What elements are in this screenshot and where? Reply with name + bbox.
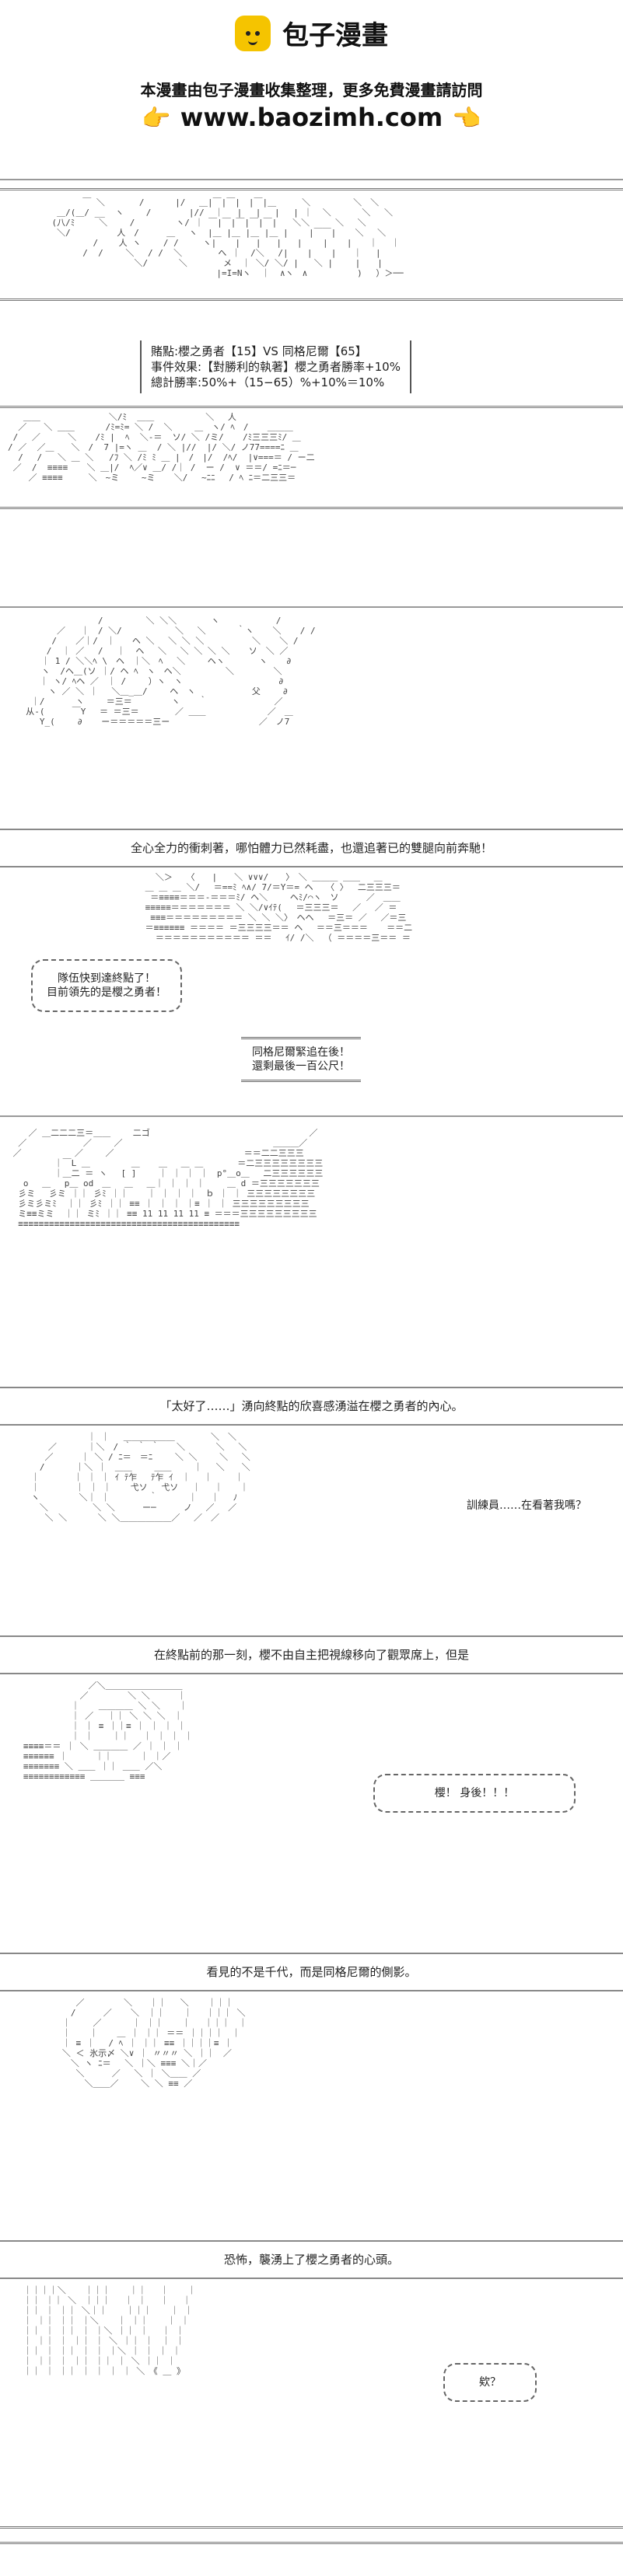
panel-rival-profile: ／ ＼ ｜｜ ＼ ｜｜｜ / ／ ＼ ｜｜ ｜ ｜｜｜ ＼ ｜ ／ ｜ ｜｜ ｜… (0, 1990, 623, 2246)
speech-text: 訓練員……在看著我嗎？ (467, 1499, 586, 1513)
warning-shout-box: 櫻！ 身後！！！ (373, 1774, 576, 1813)
pointing-hand-icon: 👈 (452, 105, 481, 132)
pointing-hand-icon: 👉 (142, 105, 171, 132)
caption: 全心全力的衝刺著，哪怕體力已然耗盡，也還追著已的雙腿向前奔馳！ (0, 829, 623, 867)
ascii-art: ／ ＿二二二三＝＿＿ 二ゴ ／ ／ ／ ／ ＿＿＿／ ／ ／ ／ ＝＝二二三三三… (12, 1128, 324, 1229)
panel-trainer-thought: ｜ ｜ ＿＿＿＿＿＿ ＼ ＼ ／ ｜＼ / ｀ ｀ ｀ ＼ ＼ ＼ ／ ｜ ＼ … (0, 1424, 623, 1642)
ascii-art: ￣ ＼ / |/ ＿|￣|￣| |￣|＿ ＼ ＼ ＼ ＿/(＿/ __ ヽ / … (51, 197, 404, 278)
ascii-art: ／＼＿＿＿＿＿＿＿＿＿ ／ ＼ ＼ ｜ ｜ ＿＿＿＿ ＼ ＼ ｜ ｜ ／ ｜｜ … (23, 1681, 193, 1782)
panel-finish-line: ／ ＿二二二三＝＿＿ 二ゴ ／ ／ ／ ／ ＿＿＿／ ／ ／ ／ ＝＝二二三三三… (0, 1115, 623, 1412)
logo-text: 包子漫畫 (282, 20, 389, 51)
caption: 恐怖，襲湧上了櫻之勇者的心頭。 (0, 2240, 623, 2279)
stats-line: 事件效果:【對勝利的執著】櫻之勇者勝率+10% (151, 360, 401, 374)
stats-line: 總計勝率:50%+（15−65）%+10%＝10% (151, 375, 385, 389)
announcer-box: 同格尼爾緊追在後！ 還剩最後一百公尺！ (241, 1037, 361, 1082)
site-url[interactable]: www.baozimh.com (180, 103, 443, 132)
ascii-art: ｜ ｜ ＿＿＿＿＿＿ ＼ ＼ ／ ｜＼ / ｀ ｀ ｀ ＼ ＼ ＼ ／ ｜ ＼ … (30, 1432, 250, 1523)
ascii-art: ＿＿ ＼/ﾐ ＿＿ ＼ 人 ／ ＼ ＿＿ /ﾐ=ﾐ= ＼ / ＼ ＿ ヽ/ ﾍ … (8, 412, 315, 483)
caption: 在終點前的那一刻，櫻不由自主把視線移向了觀眾席上，但是 (0, 1635, 623, 1674)
panel-look-back: ／＼＿＿＿＿＿＿＿＿＿ ／ ＼ ＼ ｜ ｜ ＿＿＿＿ ＼ ＼ ｜ ｜ ／ ｜｜ … (0, 1673, 623, 1960)
panel-runner-closeup: / ＼ ＼＼ ヽ / ／ ｜ / ＼/ ＼ ＼ ｀ヽ ＼ / / / ／｜/ ｜… (0, 606, 623, 833)
site-notice: 本漫畫由包子漫畫收集整理，更多免費漫畫請訪問 (140, 81, 483, 99)
announcer-box: 隊伍快到達終點了！ 目前領先的是櫻之勇者！ (31, 959, 182, 1012)
ascii-art: ＼＞ 〈 | ＼ ∨∨∨/ 〉 ＼ ＿＿＿ ＿＿ ＿ ＿ ＿ ＿ ＼/ ＝==ﾐ… (145, 872, 413, 943)
site-url-row[interactable]: 👉 www.baozimh.com 👈 (0, 103, 623, 132)
ascii-art: ／ ＼ ｜｜ ＼ ｜｜｜ / ／ ＼ ｜｜ ｜ ｜｜｜ ＼ ｜ ／ ｜ ｜｜ ｜… (61, 1998, 247, 2089)
bun-logo-icon (234, 15, 271, 51)
ascii-art: / ＼ ＼＼ ヽ / ／ ｜ / ＼/ ＼ ＼ ｀ヽ ＼ / / / ／｜/ ｜… (26, 616, 316, 727)
panel-title-art: ￣ ＼ / |/ ＿|￣|￣| |￣|＿ ＼ ＼ ＼ ＿/(＿/ __ ヽ / … (0, 179, 623, 336)
speech-burst: 欸？ (443, 2363, 537, 2402)
site-header: 包子漫畫 本漫畫由包子漫畫收集整理，更多免費漫畫請訪問 👉 www.baozimh… (0, 0, 623, 148)
panel-final-stretch: ＼＞ 〈 | ＼ ∨∨∨/ 〉 ＼ ＿＿＿ ＿＿ ＿ ＿ ＿ ＿ ＼/ ＝==ﾐ… (0, 866, 623, 1146)
panel-fear: ｜｜｜｜＼ ｜｜｜ ｜｜ ｜ ｜ ｜｜ ｜｜ ＼ ｜｜｜ ｜ ｜ ｜ ｜ ｜｜ … (0, 2278, 623, 2542)
caption: 看見的不是千代，而是同格尼爾的側影。 (0, 1953, 623, 1991)
race-stats-box: 賭點:櫻之勇者【15】VS 同格尼爾【65】 事件效果:【對勝利的執著】櫻之勇者… (140, 340, 411, 393)
ascii-art: ｜｜｜｜＼ ｜｜｜ ｜｜ ｜ ｜ ｜｜ ｜｜ ＼ ｜｜｜ ｜ ｜ ｜ ｜ ｜｜ … (23, 2285, 197, 2376)
stats-line: 賭點:櫻之勇者【15】VS 同格尼爾【65】 (151, 344, 367, 358)
caption: 「太好了……」湧向終點的欣喜感湧溢在櫻之勇者的內心。 (0, 1387, 623, 1426)
panel-stats: 賭點:櫻之勇者【15】VS 同格尼爾【65】 事件效果:【對勝利的執著】櫻之勇者… (0, 334, 623, 552)
logo[interactable]: 包子漫畫 (0, 14, 623, 52)
